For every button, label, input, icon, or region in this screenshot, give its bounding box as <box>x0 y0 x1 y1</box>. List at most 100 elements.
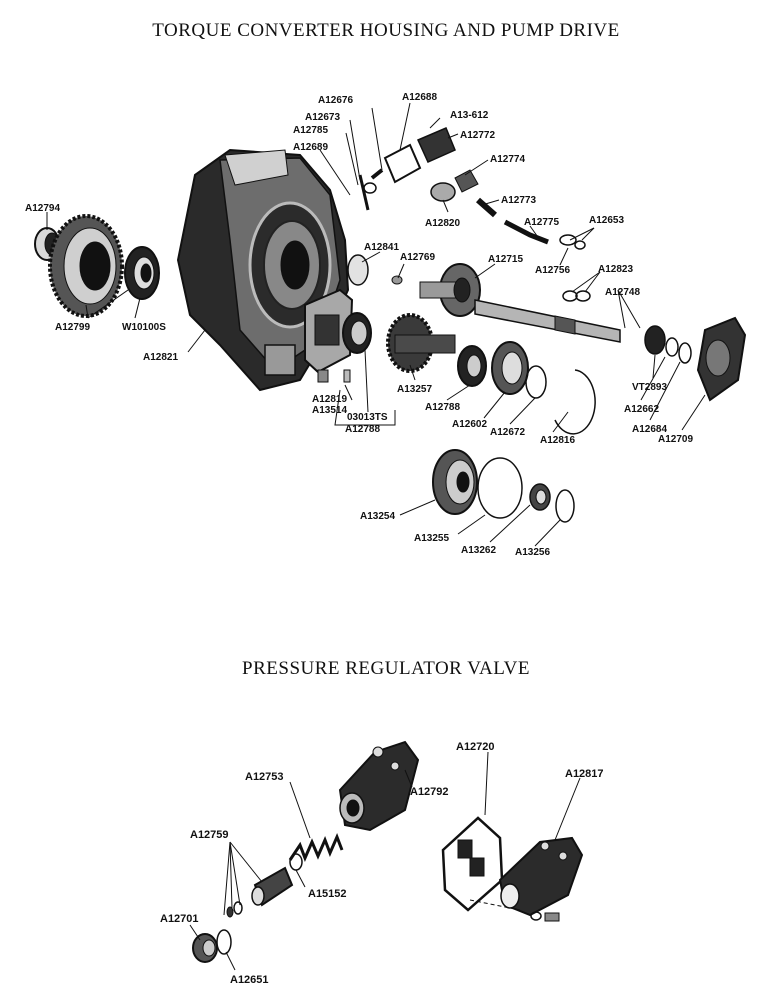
part-label: A12701 <box>160 913 199 925</box>
bolt-part <box>343 369 351 383</box>
washer-part <box>678 342 692 364</box>
leader-lines-top <box>46 102 706 547</box>
tube-part <box>476 197 497 218</box>
part-label: A12653 <box>589 215 624 226</box>
section-title-pressure-regulator: PRESSURE REGULATOR VALVE <box>242 658 530 679</box>
part-label: A12753 <box>245 771 284 783</box>
bearing-part <box>457 345 487 387</box>
o-ring <box>525 365 547 399</box>
part-label: A13262 <box>461 545 496 556</box>
valve-housing <box>498 836 584 917</box>
part-label: VT2893 <box>632 382 667 393</box>
bearing-part <box>529 483 551 511</box>
torque-converter-assembly <box>34 127 747 523</box>
main-title: TORQUE CONVERTER HOUSING AND PUMP DRIVE <box>152 20 620 41</box>
pump-mount-plate <box>304 288 354 374</box>
stud-part <box>358 174 370 211</box>
part-labels-top: A12676 A12688 A13-612 A12673 A12785 A127… <box>25 92 693 558</box>
drive-gear-part <box>48 214 124 318</box>
seal-housing <box>491 341 529 395</box>
valve-plunger <box>251 866 294 907</box>
part-label: A12823 <box>598 264 633 275</box>
part-label: A12775 <box>524 217 559 228</box>
pump-gear <box>386 313 456 373</box>
bearing-part <box>342 312 372 354</box>
seal-ring <box>575 290 591 302</box>
part-label: A12773 <box>501 195 536 206</box>
part-label: A13-612 <box>450 110 489 121</box>
part-label: A12672 <box>490 427 525 438</box>
part-label: A13255 <box>414 533 449 544</box>
part-label: A12817 <box>565 768 604 780</box>
part-label: A12688 <box>402 92 437 103</box>
snap-ring <box>554 369 596 435</box>
part-label: A12676 <box>318 95 353 106</box>
part-label: A12769 <box>400 252 435 263</box>
washer-part <box>233 901 243 915</box>
part-label: A12759 <box>190 829 229 841</box>
part-label: A12662 <box>624 404 659 415</box>
seal-ring <box>562 290 578 302</box>
plug-part <box>391 275 403 285</box>
valve-gasket <box>441 816 504 912</box>
part-label: A12820 <box>425 218 460 229</box>
fitting-part <box>574 240 586 250</box>
seal-ring <box>347 254 369 286</box>
part-label: A12794 <box>25 203 60 214</box>
assembly-guide-line <box>469 899 521 911</box>
part-label: A12651 <box>230 974 269 986</box>
o-ring <box>477 457 523 519</box>
part-label: A12788 <box>345 424 380 435</box>
pump-body <box>432 449 478 515</box>
part-label: A13254 <box>360 511 395 522</box>
washer-part <box>289 853 303 871</box>
part-label: A13256 <box>515 547 550 558</box>
part-label: A12841 <box>364 242 399 253</box>
washer-part <box>665 337 679 357</box>
pin-part <box>226 906 234 918</box>
part-label: A12684 <box>632 424 667 435</box>
filter-cover <box>383 127 456 184</box>
spring-part <box>370 168 384 180</box>
part-label: A13257 <box>397 384 432 395</box>
part-label: A12756 <box>535 265 570 276</box>
part-label: A12772 <box>460 130 495 141</box>
bolt-part <box>317 369 329 383</box>
part-label: A12819 <box>312 394 347 405</box>
pump-shaft <box>474 299 621 343</box>
valve-body <box>338 740 420 832</box>
pressure-regulator-assembly <box>192 740 584 963</box>
part-label: A12748 <box>605 287 640 298</box>
regulator-spring <box>288 833 344 862</box>
washer-part <box>363 182 377 194</box>
part-label: A12821 <box>143 352 178 363</box>
part-label: A12788 <box>425 402 460 413</box>
flange-part <box>419 263 481 317</box>
part-label: A12799 <box>55 322 90 333</box>
part-label: A12689 <box>293 142 328 153</box>
part-label: A12715 <box>488 254 523 265</box>
part-label: A12602 <box>452 419 487 430</box>
leader-lines-bottom <box>189 751 581 971</box>
washer-part <box>530 911 542 921</box>
o-ring <box>216 929 232 955</box>
part-label: A12720 <box>456 741 495 753</box>
bearing-part <box>644 325 666 355</box>
part-label: A12816 <box>540 435 575 446</box>
part-label: A12673 <box>305 112 340 123</box>
valve-plug <box>192 933 218 963</box>
o-ring <box>555 489 575 523</box>
part-label: A15152 <box>308 888 347 900</box>
part-label: W10100S <box>122 322 166 333</box>
part-label: A12785 <box>293 125 328 136</box>
part-label: A12709 <box>658 434 693 445</box>
part-label: A12792 <box>410 786 449 798</box>
part-label: A12774 <box>490 154 525 165</box>
fitting-part <box>559 234 577 246</box>
elbow-fitting <box>430 169 479 202</box>
part-labels-bottom: A12720 A12817 A12753 A12792 A12759 A1515… <box>160 741 604 986</box>
bolt-part <box>544 912 560 922</box>
end-cover <box>696 316 747 402</box>
part-label: A13514 <box>312 405 347 416</box>
